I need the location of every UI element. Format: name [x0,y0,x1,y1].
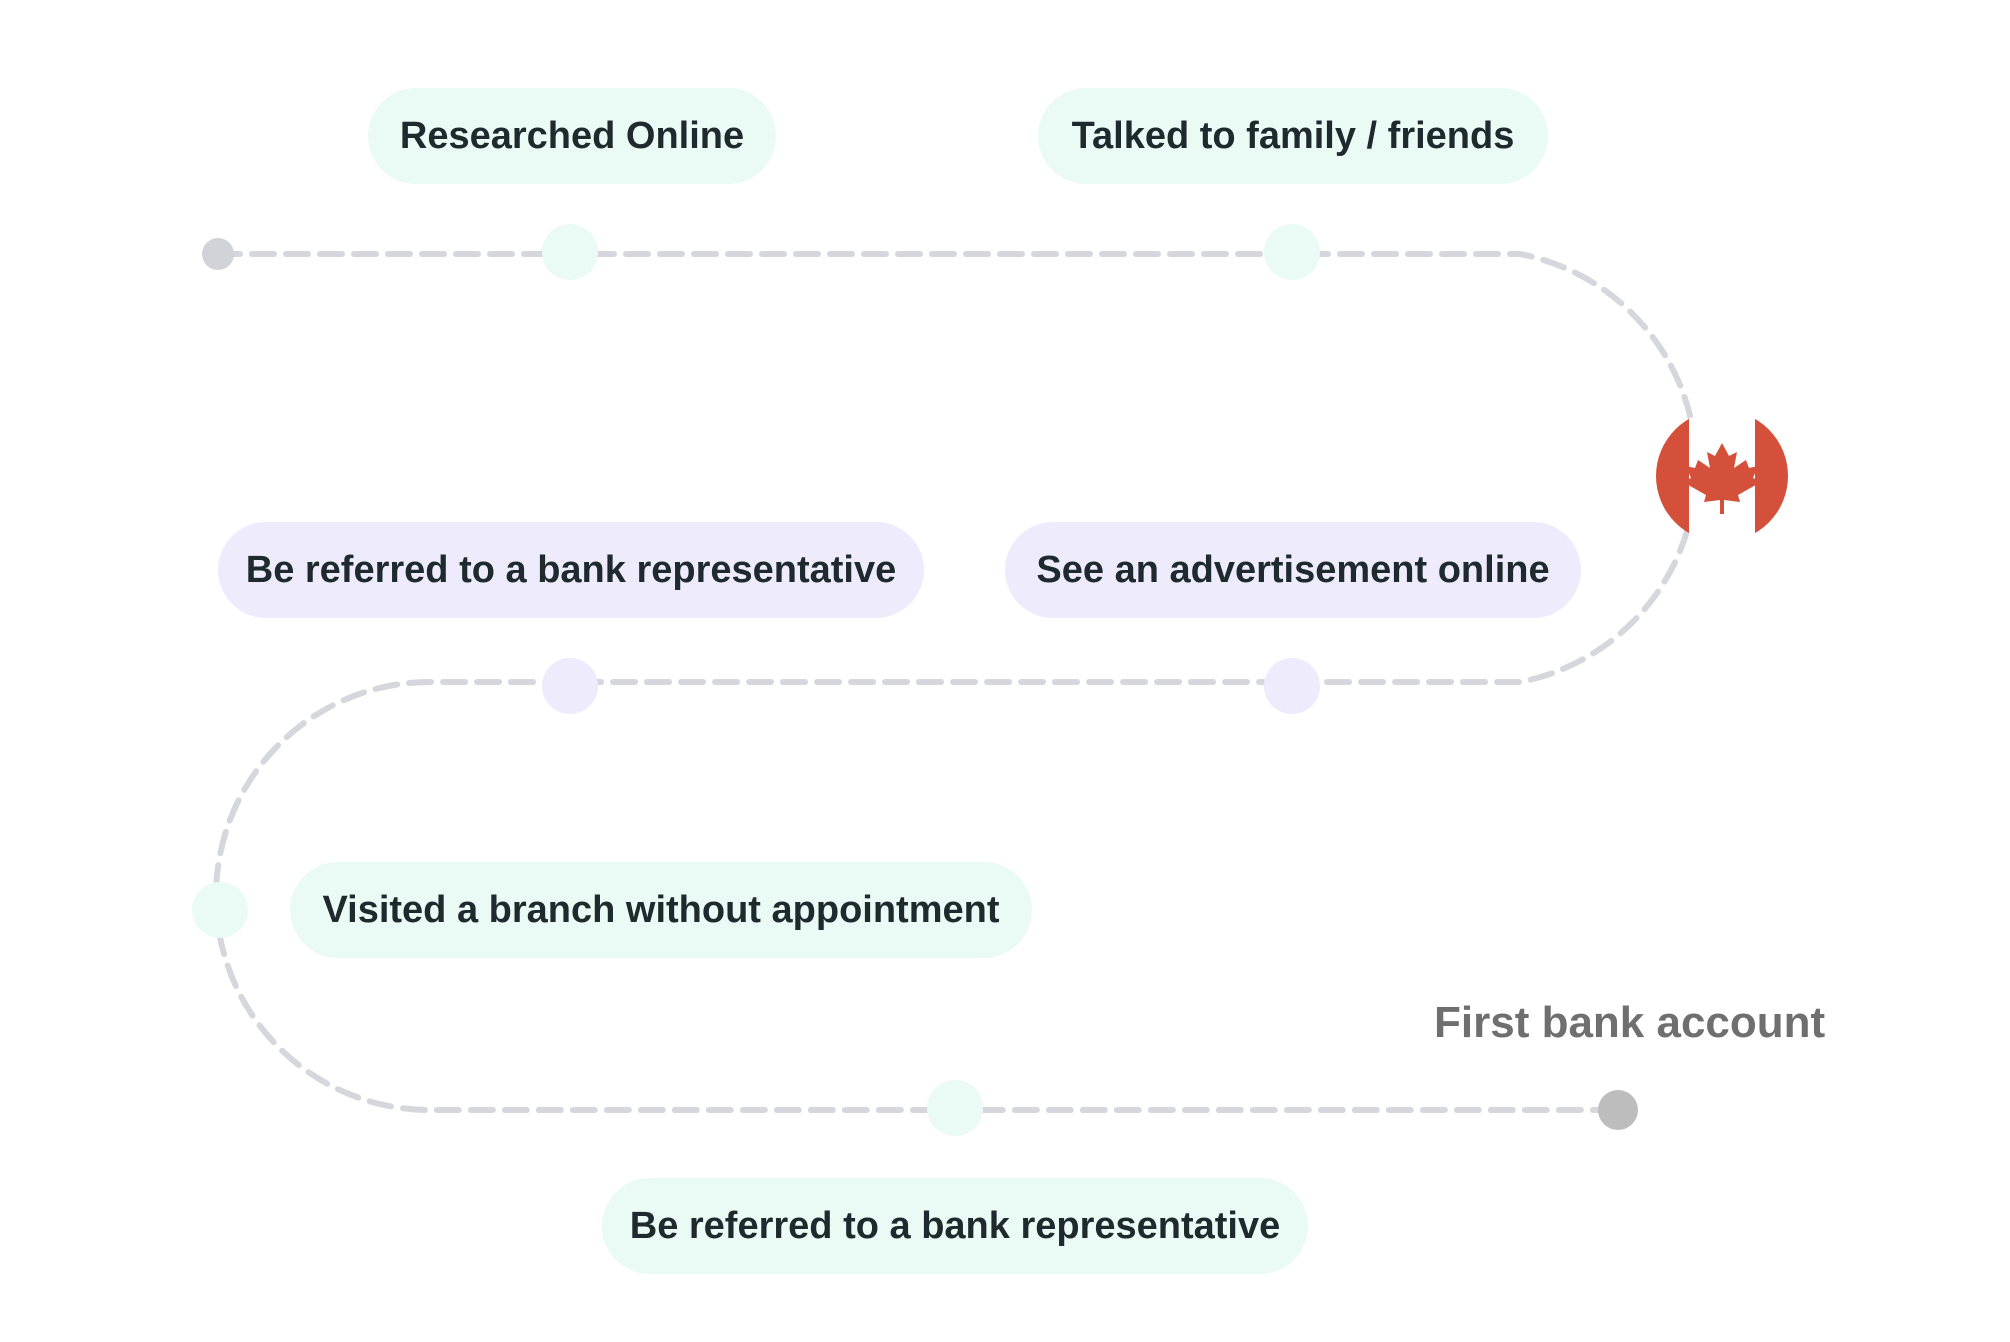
end-label-first-bank-account: First bank account [1434,998,1826,1047]
step-label: Visited a branch without appointment [322,888,1000,931]
step-label: Talked to family / friends [1071,114,1515,157]
step-referred-to-bank-representative-final: Be referred to a bank representative [602,1178,1308,1274]
canada-flag-icon [1656,410,1788,542]
step-researched-online: Researched Online [368,88,776,184]
journey-path [213,251,1700,1113]
step-talked-to-family-friends: Talked to family / friends [1038,88,1548,184]
step-marker-referred-to-representative [542,658,598,714]
step-referred-to-bank-representative: Be referred to a bank representative [218,522,924,618]
step-marker-researched-online [542,224,598,280]
step-marker-referred-to-representative-final [927,1080,983,1136]
start-dot [202,238,234,270]
step-see-advertisement-online: See an advertisement online [1005,522,1581,618]
step-label: Be referred to a bank representative [629,1204,1281,1247]
maple-leaf-icon [1683,443,1761,514]
step-label: Be referred to a bank representative [245,548,897,591]
step-marker-visited-branch [192,882,248,938]
step-marker-talked-to-family [1264,224,1320,280]
step-marker-advertisement-online [1264,658,1320,714]
step-label: See an advertisement online [1036,548,1550,591]
end-dot [1598,1090,1638,1130]
step-visited-branch-without-appointment: Visited a branch without appointment [290,862,1032,958]
step-label: Researched Online [399,114,745,157]
